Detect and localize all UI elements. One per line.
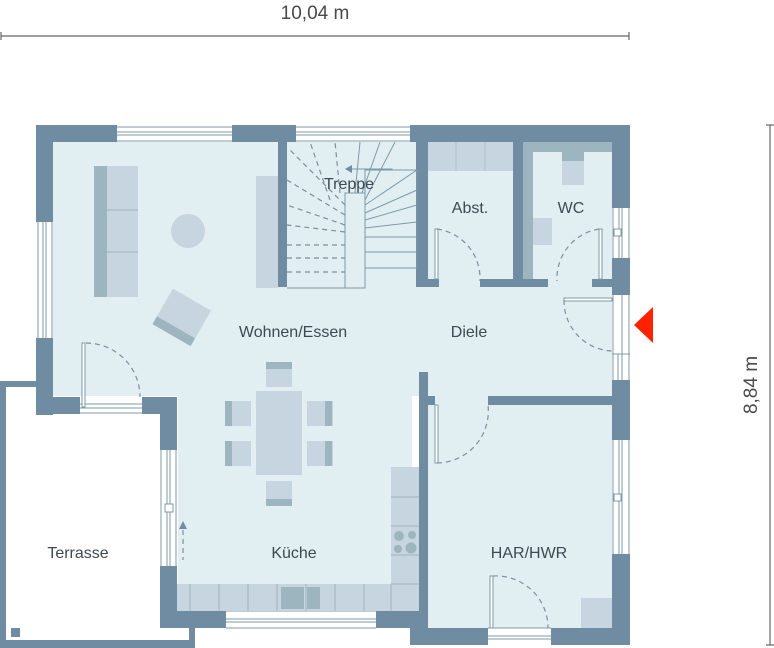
coffee-table [171, 214, 205, 248]
walls [36, 125, 630, 645]
arrow-up-icon [179, 521, 187, 529]
room-label-wohnen-essen: Wohnen/Essen [239, 324, 347, 341]
window-har [612, 440, 630, 554]
width-dimension-label: 10,04 m [281, 3, 350, 24]
staircase [286, 141, 418, 289]
window-kitchen-bottom [226, 610, 376, 629]
furniture [94, 142, 612, 628]
armchair [152, 288, 212, 347]
window-top-living [117, 125, 232, 142]
room-labels: Wohnen/Essen Treppe Abst. WC Diele Küche… [47, 176, 584, 562]
arrow-left-icon [345, 165, 352, 173]
terrasse-area [0, 381, 195, 648]
sink [281, 587, 304, 609]
kitchen-counter [177, 467, 419, 611]
room-label-treppe: Treppe [324, 176, 374, 193]
door-kitchen-terrace [179, 521, 187, 560]
room-label-wc: WC [558, 200, 585, 217]
door-abst[interactable] [434, 228, 481, 282]
washbasin [533, 218, 552, 245]
abst-shelves [428, 142, 513, 171]
window-top-stair [296, 125, 410, 142]
windows [36, 125, 630, 645]
terrasse-post [11, 628, 20, 637]
door-entrance[interactable] [563, 297, 613, 352]
doors [85, 228, 613, 629]
window-wc [612, 208, 630, 258]
room-label-kueche: Küche [271, 545, 316, 562]
har-appliance [581, 598, 612, 628]
wc-fixtures [523, 142, 612, 279]
room-label-diele: Diele [451, 324, 488, 341]
height-dimension: 8,84 m [741, 124, 774, 646]
room-label-abst: Abst. [452, 200, 488, 217]
door-wc[interactable] [556, 228, 603, 282]
window-har-bottom [488, 627, 551, 645]
room-label-har-hwr: HAR/HWR [491, 545, 567, 562]
window-kitchen-left [160, 450, 177, 566]
entrance-arrow-icon [634, 307, 653, 343]
door-har-exterior[interactable] [489, 575, 549, 629]
window-entrance [612, 295, 630, 380]
window-left-living [36, 222, 53, 338]
stove [394, 531, 417, 554]
door-har[interactable] [434, 404, 489, 464]
sideboard [256, 176, 278, 288]
height-dimension-label: 8,84 m [741, 356, 762, 414]
room-label-terrasse: Terrasse [47, 545, 108, 562]
dining-table [225, 362, 333, 506]
sofa [94, 166, 138, 297]
window-terrace-door [80, 342, 142, 414]
width-dimension: 10,04 m [0, 3, 630, 40]
door-terrace[interactable] [85, 342, 141, 398]
